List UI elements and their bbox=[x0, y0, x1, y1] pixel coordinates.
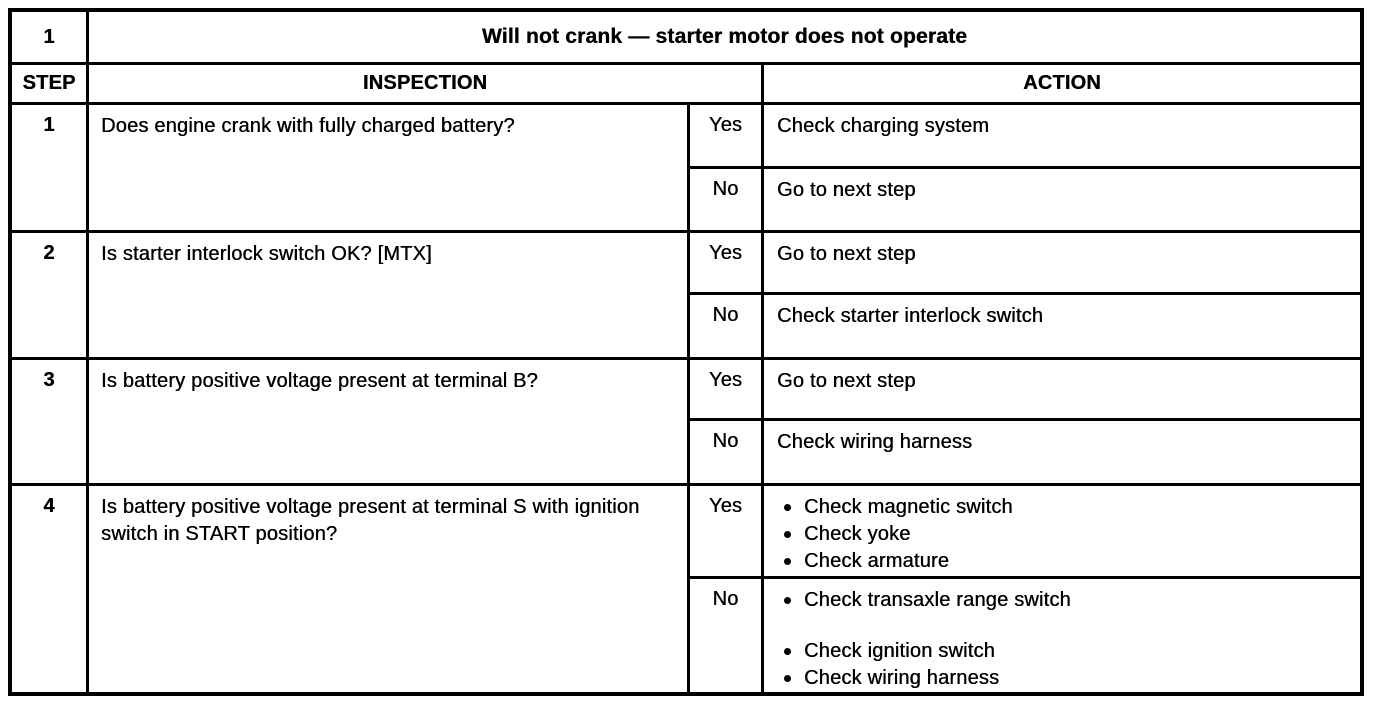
header-action: ACTION bbox=[1023, 72, 1101, 95]
header-step: STEP bbox=[12, 65, 89, 103]
outcome-yes: Yes Go to next step bbox=[690, 360, 1360, 422]
action-cell: Check charging system bbox=[764, 105, 1360, 166]
action-item: Go to next step bbox=[777, 370, 916, 393]
header-inspection: INSPECTION bbox=[89, 65, 764, 103]
answer-label-no: No bbox=[690, 421, 764, 483]
inspection-question: Does engine crank with fully charged bat… bbox=[89, 105, 690, 231]
step-number: 4 bbox=[12, 486, 89, 692]
outcomes: Yes Go to next step No Check starter int… bbox=[690, 233, 1360, 358]
action-cell: Check wiring harness bbox=[764, 421, 1360, 483]
action-item: Check starter interlock switch bbox=[777, 305, 1044, 328]
step-number: 1 bbox=[12, 105, 89, 231]
title-row: 1 Will not crank — starter motor does no… bbox=[12, 12, 1360, 66]
inspection-question: Is starter interlock switch OK? [MTX] bbox=[89, 233, 690, 358]
action-item: Check wiring harness bbox=[777, 431, 973, 454]
action-spacer bbox=[777, 614, 1350, 638]
action-cell: Go to next step bbox=[764, 233, 1360, 292]
answer-label-yes: Yes bbox=[690, 105, 764, 167]
table-number: 1 bbox=[12, 12, 89, 63]
answer-label-no: No bbox=[690, 295, 764, 358]
action-cell: Go to next step bbox=[764, 169, 1360, 230]
outcome-yes: Yes Go to next step bbox=[690, 233, 1360, 296]
answer-label-yes: Yes bbox=[690, 233, 764, 293]
action-cell: Check starter interlock switch bbox=[764, 295, 1360, 357]
header-row: STEP INSPECTION ACTION bbox=[12, 65, 1360, 106]
action-item: Check wiring harness bbox=[777, 665, 1350, 692]
step-row-1: 1 Does engine crank with fully charged b… bbox=[12, 105, 1360, 234]
outcomes: Yes Go to next step No Check wiring harn… bbox=[690, 360, 1360, 483]
outcomes: Yes Check magnetic switch Check yoke Che… bbox=[690, 486, 1360, 692]
outcome-no: No Check transaxle range switch Check ig… bbox=[690, 579, 1360, 692]
action-cell: Check transaxle range switch Check ignit… bbox=[764, 579, 1360, 692]
fault-title: Will not crank — starter motor does not … bbox=[481, 25, 968, 49]
inspection-question: Is battery positive voltage present at t… bbox=[89, 360, 690, 483]
outcome-no: No Check wiring harness bbox=[690, 421, 1360, 483]
answer-label-yes: Yes bbox=[690, 360, 764, 419]
outcome-yes: Yes Check magnetic switch Check yoke Che… bbox=[690, 486, 1360, 579]
answer-label-no: No bbox=[690, 579, 764, 692]
answer-label-yes: Yes bbox=[690, 486, 764, 576]
step-number: 3 bbox=[12, 360, 89, 483]
action-cell: Check magnetic switch Check yoke Check a… bbox=[764, 486, 1360, 576]
action-item: Check charging system bbox=[777, 115, 990, 138]
outcome-yes: Yes Check charging system bbox=[690, 105, 1360, 170]
action-item: Check yoke bbox=[777, 521, 1350, 548]
outcome-no: No Go to next step bbox=[690, 169, 1360, 231]
troubleshooting-table: 1 Will not crank — starter motor does no… bbox=[8, 8, 1364, 696]
action-item: Check magnetic switch bbox=[777, 494, 1350, 521]
action-item: Check transaxle range switch bbox=[777, 587, 1350, 614]
action-cell: Go to next step bbox=[764, 360, 1360, 418]
action-item: Go to next step bbox=[777, 179, 916, 202]
inspection-question: Is battery positive voltage present at t… bbox=[89, 486, 690, 692]
action-item: Check armature bbox=[777, 548, 1350, 575]
step-row-3: 3 Is battery positive voltage present at… bbox=[12, 360, 1360, 486]
action-item: Go to next step bbox=[777, 243, 916, 266]
step-row-2: 2 Is starter interlock switch OK? [MTX] … bbox=[12, 233, 1360, 361]
outcome-no: No Check starter interlock switch bbox=[690, 295, 1360, 358]
answer-label-no: No bbox=[690, 169, 764, 231]
step-row-4: 4 Is battery positive voltage present at… bbox=[12, 486, 1360, 692]
outcomes: Yes Check charging system No Go to next … bbox=[690, 105, 1360, 231]
step-number: 2 bbox=[12, 233, 89, 358]
action-item: Check ignition switch bbox=[777, 638, 1350, 665]
